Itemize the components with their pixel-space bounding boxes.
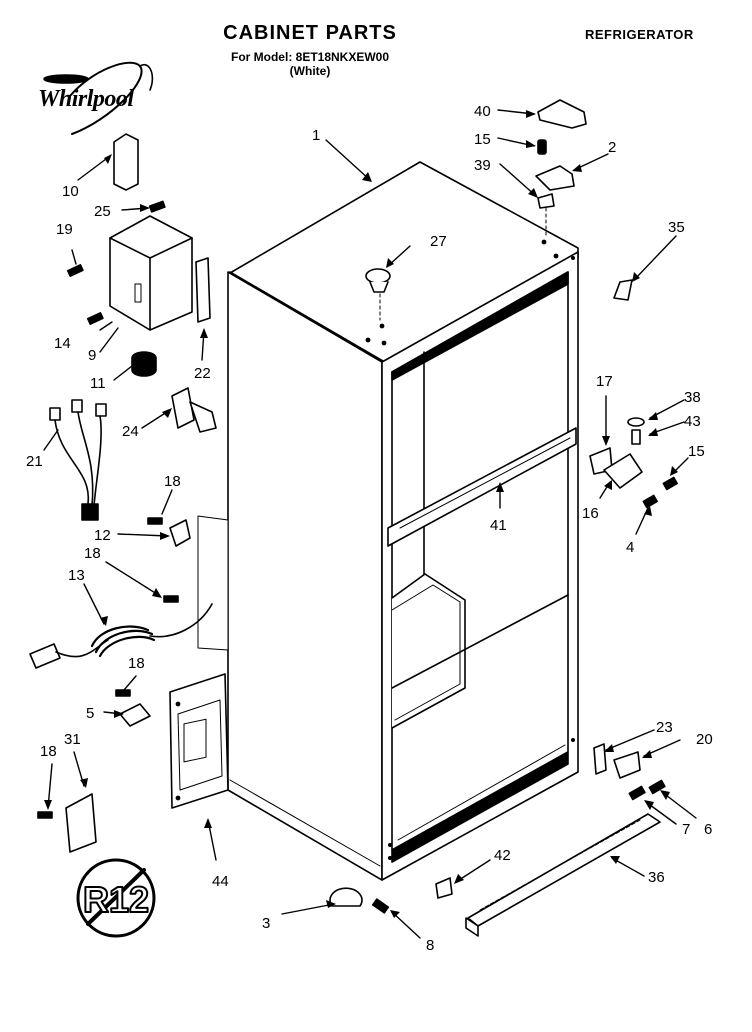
center-hinge-screw: [662, 476, 678, 491]
clamp-screw: [147, 517, 163, 525]
cabinet-holes: [365, 239, 575, 860]
control-box: [109, 215, 193, 331]
mount-screw-25: [148, 200, 166, 213]
callout-6: 6: [704, 821, 712, 838]
clip-screw: [115, 689, 131, 697]
control-box-bracket: [195, 257, 211, 323]
power-cord: [29, 603, 213, 669]
callout-24: 24: [122, 423, 139, 440]
cord-cover: [65, 793, 97, 853]
callout-25: 25: [94, 203, 111, 220]
hinge-trim: [613, 279, 633, 301]
roller-bracket: [613, 751, 641, 779]
leader-arrowheads: [44, 110, 678, 918]
model-color: (White): [289, 64, 331, 78]
callout-38: 38: [684, 389, 701, 406]
callout-19: 19: [56, 221, 73, 238]
callout-39: 39: [474, 157, 491, 174]
callout-5: 5: [86, 705, 94, 722]
callout-18-c: 18: [128, 655, 145, 672]
hole-plug: [365, 268, 391, 293]
hinge-pin: [631, 429, 641, 445]
wire-harness: [49, 399, 107, 521]
callout-17: 17: [596, 373, 613, 390]
callout-43: 43: [684, 413, 701, 430]
callout-35: 35: [668, 219, 685, 236]
roller-mount-screw: [371, 898, 390, 914]
callout-10: 10: [62, 183, 79, 200]
callout-12: 12: [94, 527, 111, 544]
callout-18-b: 18: [84, 545, 101, 562]
callout-3: 3: [262, 915, 270, 932]
svg-text:R12: R12: [83, 879, 149, 920]
base-grille: [465, 813, 661, 937]
callout-8: 8: [426, 937, 434, 954]
brand-wordmark: Whirlpool: [38, 86, 134, 112]
rear-access-panel: [169, 673, 229, 809]
callout-18-d: 18: [40, 743, 57, 760]
harness-clip: [119, 703, 151, 727]
callout-2: 2: [608, 139, 616, 156]
mount-screw-19: [66, 264, 84, 277]
page-title: CABINET PARTS: [223, 22, 397, 44]
r12-prohibited-badge: R12: [76, 858, 156, 938]
hinge-washer: [627, 417, 645, 427]
grille-clip: [435, 877, 453, 899]
callout-4: 4: [626, 539, 634, 556]
top-hinge: [535, 165, 575, 191]
callout-14: 14: [54, 335, 71, 352]
refrigerator-cabinet: [227, 161, 579, 881]
thermostat: [171, 387, 217, 433]
cabinet-divider-rail: [387, 427, 577, 547]
callout-27: 27: [430, 233, 447, 250]
grommet: [131, 351, 157, 377]
callout-44: 44: [212, 873, 229, 890]
roller-screw: [628, 785, 646, 801]
cord-screw: [163, 595, 179, 603]
cabinet-back-edge: [197, 515, 229, 651]
center-hinge: [603, 453, 643, 489]
whirlpool-logo: [43, 61, 154, 135]
relay-module: [113, 133, 139, 191]
callout-22: 22: [194, 365, 211, 382]
hinge-screw: [537, 139, 547, 155]
callout-15-right: 15: [688, 443, 705, 460]
callout-15-top: 15: [474, 131, 491, 148]
leveling-screw: [648, 779, 666, 795]
callout-21: 21: [26, 453, 43, 470]
callout-18-a: 18: [164, 473, 181, 490]
cover-screw: [37, 811, 53, 819]
callout-16: 16: [582, 505, 599, 522]
callout-7: 7: [682, 821, 690, 838]
callout-23: 23: [656, 719, 673, 736]
callout-20: 20: [696, 731, 713, 748]
callout-42: 42: [494, 847, 511, 864]
hinge-shim: [537, 193, 555, 209]
callout-13: 13: [68, 567, 85, 584]
roller-assembly: [329, 887, 363, 907]
model-number: For Model: 8ET18NKXEW00: [230, 50, 390, 64]
mount-screw-14: [86, 312, 104, 325]
category-label: REFRIGERATOR: [585, 27, 694, 42]
cord-clamp: [169, 519, 191, 547]
callout-31: 31: [64, 731, 81, 748]
hinge-mount-screw: [642, 494, 658, 509]
callout-1: 1: [312, 127, 320, 144]
callout-41: 41: [490, 517, 507, 534]
callout-9: 9: [88, 347, 96, 364]
callout-36: 36: [648, 869, 665, 886]
callout-40: 40: [474, 103, 491, 120]
leveling-bracket: [593, 743, 607, 775]
callout-11: 11: [90, 375, 106, 392]
hinge-cover: [537, 99, 587, 129]
